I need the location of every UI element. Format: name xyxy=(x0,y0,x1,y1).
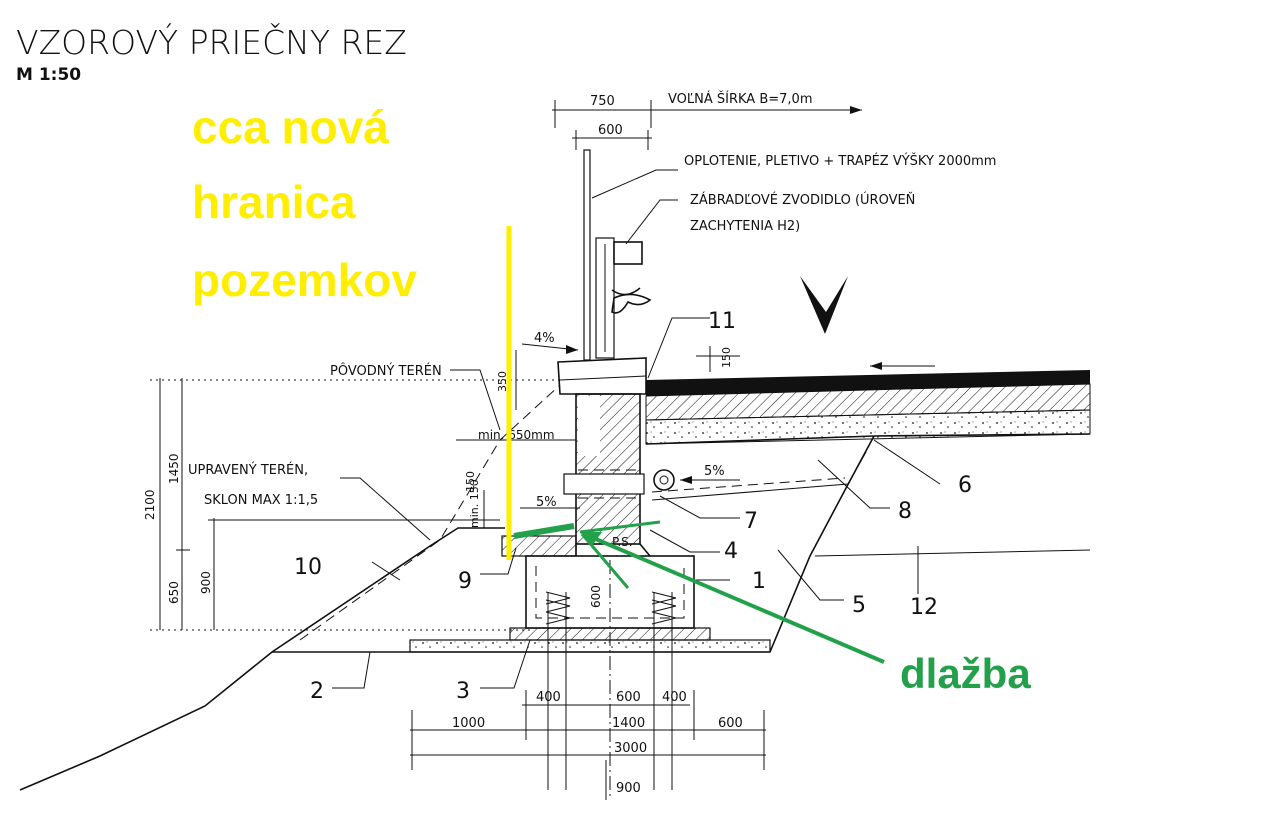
item-7: 7 xyxy=(744,509,758,534)
dim-900-bottom: 900 xyxy=(616,781,641,796)
item-3: 3 xyxy=(456,679,470,704)
dim-3000: 3000 xyxy=(614,741,647,756)
slope-4-percent: 4% xyxy=(534,331,555,346)
dim-150-vertical: 150 xyxy=(464,471,477,492)
green-annotation: dlažba xyxy=(513,520,1031,697)
dim-2100: 2100 xyxy=(143,489,157,520)
yellow-note-line-2: hranica xyxy=(192,176,356,228)
guardrail-label-2: ZACHYTENIA H2) xyxy=(690,219,800,234)
dim-600-c: 600 xyxy=(718,716,743,731)
item-12: 12 xyxy=(910,595,938,620)
dim-1400: 1400 xyxy=(612,716,645,731)
dim-1000: 1000 xyxy=(452,716,485,731)
drawing-title: VZOROVÝ PRIEČNY REZ xyxy=(16,22,407,62)
free-width-label: VOĽNÁ ŠÍRKA B=7,0m xyxy=(668,91,812,107)
green-arrowhead xyxy=(580,532,602,546)
drawing-scale: M 1:50 xyxy=(16,65,81,85)
item-1: 1 xyxy=(752,569,766,594)
adjusted-terrain-label-2: SKLON MAX 1:1,5 xyxy=(204,493,318,508)
item-2: 2 xyxy=(310,679,324,704)
green-note: dlažba xyxy=(900,650,1031,697)
yellow-note-line-1: cca nová xyxy=(192,101,389,153)
slope-5-left: 5% xyxy=(536,495,557,510)
item-6: 6 xyxy=(958,473,972,498)
adjusted-terrain-label-1: UPRAVENÝ TERÉN, xyxy=(188,462,308,478)
leader-lines xyxy=(332,169,941,689)
min-650-label: min. 650mm xyxy=(478,428,555,442)
dim-400-b: 400 xyxy=(662,690,687,705)
dim-1450: 1450 xyxy=(167,453,181,484)
dimension-lines xyxy=(150,100,862,800)
fence-guardrail xyxy=(583,149,652,361)
dim-350: 350 xyxy=(496,371,509,392)
item-4: 4 xyxy=(724,539,738,564)
dim-400-a: 400 xyxy=(536,690,561,705)
dim-600-b: 600 xyxy=(616,690,641,705)
anchor-springs xyxy=(545,591,677,625)
road-layers xyxy=(645,276,1091,445)
slope-5-right: 5% xyxy=(704,464,725,479)
fence-label: OPLOTENIE, PLETIVO + TRAPÉZ VÝŠKY 2000mm xyxy=(684,153,996,169)
yellow-note-line-3: pozemkov xyxy=(192,254,417,306)
item-11: 11 xyxy=(708,309,736,334)
item-9: 9 xyxy=(458,569,472,594)
item-8: 8 xyxy=(898,499,912,524)
yellow-annotation: cca nová hranica pozemkov xyxy=(192,101,512,560)
paving-highlight xyxy=(513,523,575,539)
dim-600-mid: 600 xyxy=(589,585,603,608)
green-arrow-3 xyxy=(583,532,885,664)
dim-650-vertical: 650 xyxy=(167,581,181,604)
dim-900-vertical: 900 xyxy=(199,571,213,594)
item-10: 10 xyxy=(294,555,322,580)
min-150-label: min. 150 xyxy=(468,479,481,528)
green-arrow-1 xyxy=(579,520,661,534)
ps-label: P.S. xyxy=(612,535,633,549)
dim-150-right: 150 xyxy=(720,347,733,368)
dim-750: 750 xyxy=(590,94,615,109)
guardrail-label-1: ZÁBRADĽOVÉ ZVODIDLO (ÚROVEŇ xyxy=(690,192,915,208)
dim-600-top: 600 xyxy=(598,123,623,138)
terrain xyxy=(19,384,1091,791)
original-terrain-label: PÔVODNÝ TERÉN xyxy=(330,363,442,379)
item-5: 5 xyxy=(852,593,866,618)
